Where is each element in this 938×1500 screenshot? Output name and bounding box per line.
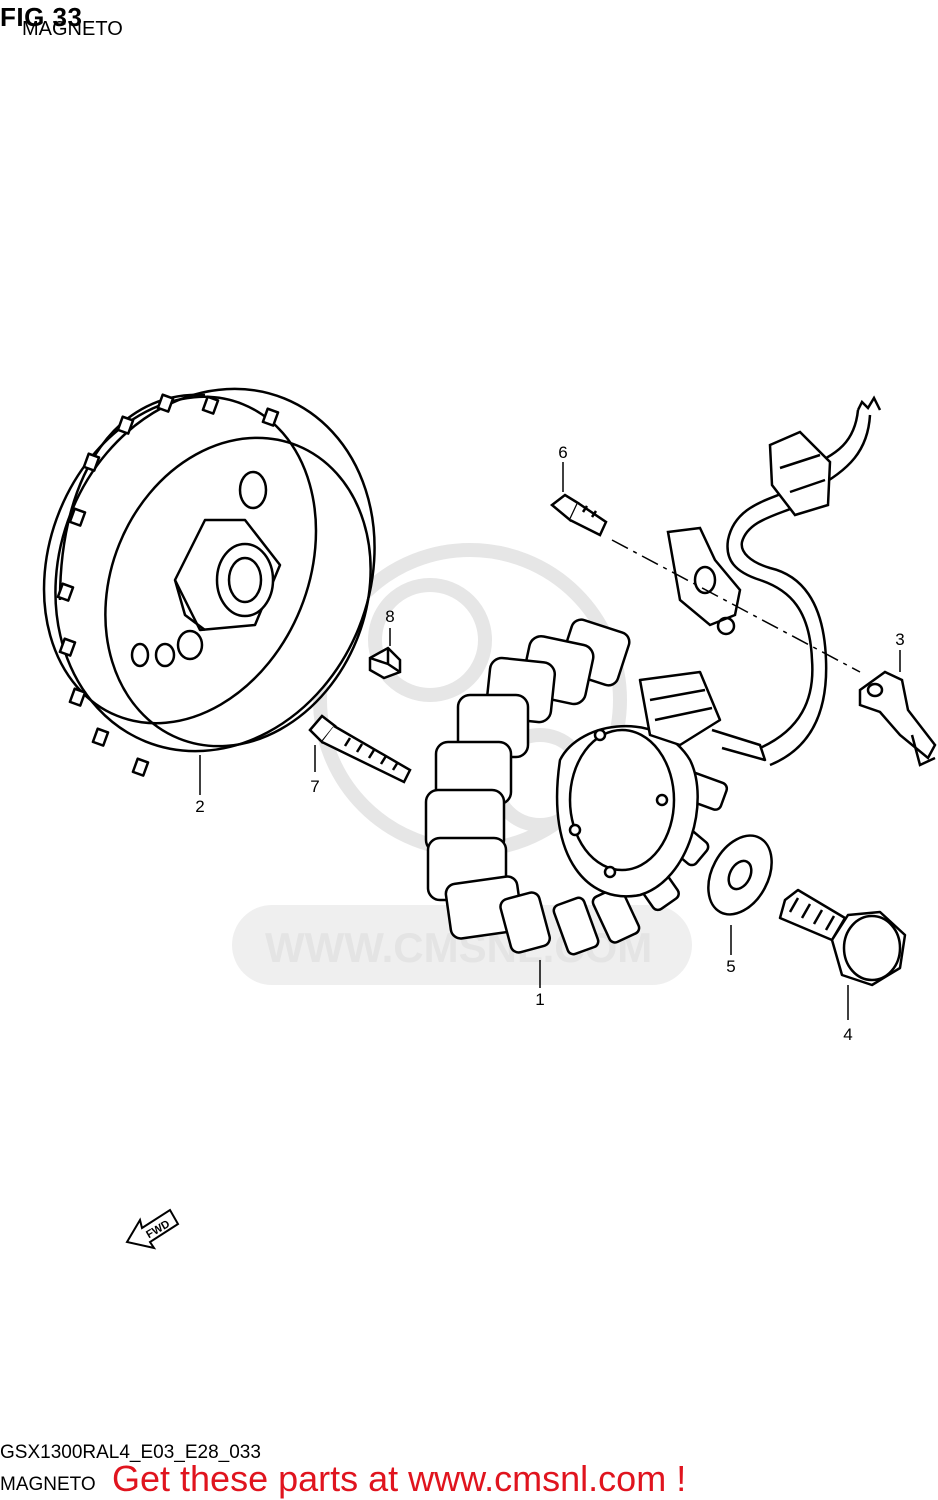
figure-title: FIG 33 [0,2,83,32]
callout-8: 8 [385,607,394,626]
bolt-part-4[interactable] [778,888,907,987]
callout-1: 1 [535,990,544,1009]
footer-section-title: MAGNETO [0,1474,96,1495]
screw-part-6[interactable] [550,493,608,537]
clamp-part-3[interactable] [858,670,937,767]
washer-part-5[interactable] [696,825,785,925]
callout-6: 6 [558,443,567,462]
callout-7: 7 [310,777,319,796]
callout-4: 4 [843,1025,852,1044]
rotor-part[interactable] [0,340,428,799]
callout-3: 3 [895,630,904,649]
bolt-part-7[interactable] [308,714,412,784]
callout-5: 5 [726,957,735,976]
stator-part[interactable] [424,617,767,956]
diagram-code: GSX1300RAL4_E03_E28_033 [0,1442,261,1463]
wire-harness[interactable] [666,395,882,767]
callout-2: 2 [195,797,204,816]
assembly-axis-line [611,539,861,673]
fwd-arrow-icon: FWD [125,1208,180,1250]
key-part-8[interactable] [368,646,402,680]
section-title: MAGNETO [22,18,123,40]
promo-link[interactable]: Get these parts at www.cmsnl.com ! [112,1458,687,1499]
